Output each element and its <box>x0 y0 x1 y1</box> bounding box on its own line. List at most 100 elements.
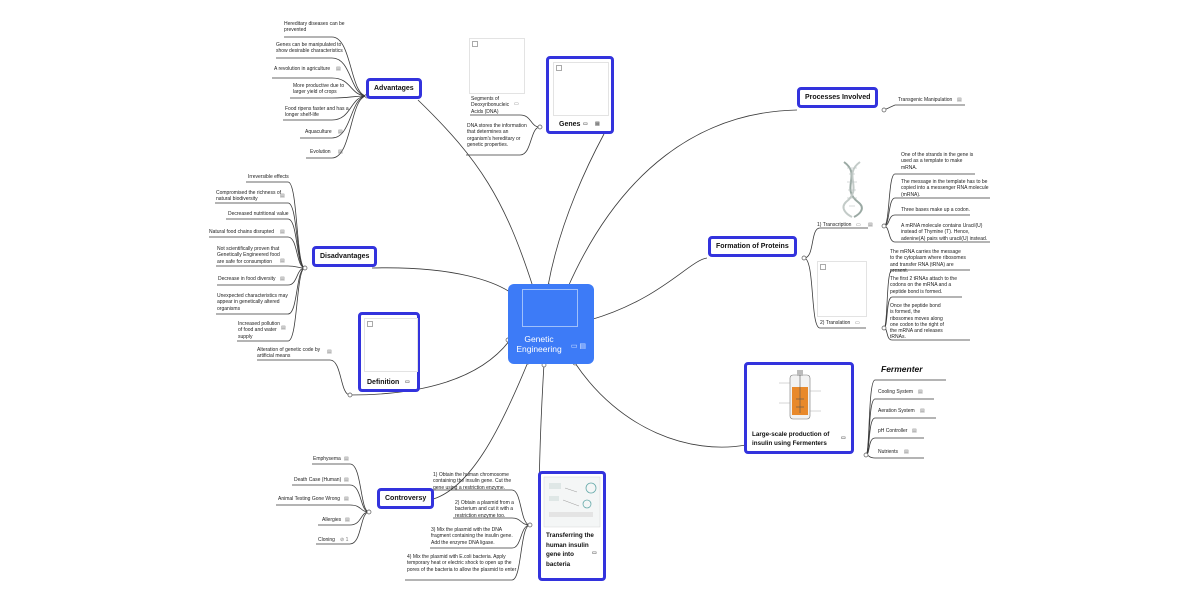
branch-definition-label: Definition <box>367 379 400 386</box>
leaf-animal-testing[interactable]: Animal Testing Gone Wrong <box>278 496 341 502</box>
branch-processes-involved[interactable]: Processes Involved <box>797 87 879 108</box>
link-icon[interactable]: ▤ <box>336 66 341 72</box>
leaf-one-strand-template[interactable]: One of the strands in the gene is used a… <box>901 152 974 171</box>
note-icon[interactable]: ▭ <box>514 101 519 107</box>
dna-helix-image <box>842 161 863 218</box>
leaf-ribosomes-move[interactable]: Once the peptide bond is formed, the rib… <box>890 303 944 341</box>
insulin-gene-transfer-image <box>543 476 601 528</box>
link-icon[interactable]: ▤ <box>957 97 962 103</box>
note-icon[interactable]: ▭ <box>856 222 861 228</box>
link-icon[interactable]: ▤ <box>327 349 332 355</box>
leaf-unexpected-characteristics[interactable]: Unexpected characteristics may appear in… <box>217 293 288 312</box>
leaf-first-trnas-attach[interactable]: The first 2 tRNAs attach to the codons o… <box>890 276 957 295</box>
link-icon[interactable]: ▤ <box>904 449 909 455</box>
branch-genes[interactable]: Genes ▭ ▤ <box>546 56 614 134</box>
link-icon[interactable]: ▤ <box>338 149 343 155</box>
leaf-three-bases-codon[interactable]: Three bases make up a codon. <box>901 207 970 213</box>
leaf-alteration-genetic-code[interactable]: Alteration of genetic code by artificial… <box>257 347 321 360</box>
link-icon[interactable]: ▤ <box>280 193 285 199</box>
leaf-food-ripens[interactable]: Food ripens faster and has a longer shel… <box>285 106 349 119</box>
note-icon[interactable]: ▭ <box>583 121 588 127</box>
branch-controversy-label: Controversy <box>385 495 427 502</box>
link-icon[interactable]: ▤ <box>344 477 349 483</box>
branch-advantages-label: Advantages <box>374 85 414 92</box>
link-icon[interactable]: ▤ <box>280 229 285 235</box>
attachment-icon[interactable]: ⊘ 1 <box>340 537 349 543</box>
leaf-uracil-instead-thymine[interactable]: A mRNA molecule contains Uracil(U) inste… <box>901 223 988 242</box>
link-icon[interactable]: ▤ <box>280 276 285 282</box>
branch-genes-label: Genes <box>559 121 581 128</box>
fermenter-image <box>779 370 821 420</box>
branch-formation-of-proteins[interactable]: Formation of Proteins <box>708 236 797 257</box>
leaf-increased-pollution[interactable]: Increased pollution of food and water su… <box>238 321 280 340</box>
leaf-mix-plasmid-ecoli[interactable]: 4) Mix the plasmid with E.coli bacteria.… <box>407 554 517 573</box>
note-icon[interactable]: ▭ <box>855 320 860 326</box>
leaf-more-productive[interactable]: More productive due to larger yield of c… <box>293 83 345 96</box>
link-icon[interactable]: ▤ <box>344 496 349 502</box>
link-icon[interactable]: ▤ <box>918 389 923 395</box>
leaf-compromised-biodiversity[interactable]: Compromised the richness of natural biod… <box>216 190 282 203</box>
branch-controversy[interactable]: Controversy <box>377 488 435 509</box>
leaf-decreased-nutritional[interactable]: Decreased nutritional value <box>228 211 289 217</box>
link-icon[interactable]: ▤ <box>280 258 285 264</box>
leaf-emphysema[interactable]: Emphysema <box>313 456 341 462</box>
note-icon[interactable]: ▭ <box>592 550 597 556</box>
leaf-message-copied-mrna[interactable]: The message in the template has to be co… <box>901 179 989 198</box>
link-icon[interactable]: ▤ <box>345 517 350 523</box>
leaf-death-case[interactable]: Death Case (Human) <box>294 477 342 483</box>
translation-image <box>817 261 867 317</box>
leaf-aeration-system[interactable]: Aeration System <box>878 408 915 414</box>
branch-insulin-production[interactable]: Large-scale production of insulin using … <box>744 362 854 454</box>
link-icon[interactable]: ▤ <box>912 428 917 434</box>
link-icon[interactable]: ▤ <box>595 121 600 127</box>
branch-insulin-label: Large-scale production of insulin using … <box>752 431 830 447</box>
link-icon[interactable]: ▤ <box>281 325 286 331</box>
leaf-hereditary-diseases[interactable]: Hereditary diseases can be prevented <box>284 21 345 34</box>
definition-image <box>364 318 418 372</box>
leaf-nutrients[interactable]: Nutrients <box>878 449 899 455</box>
leaf-translation[interactable]: 2) Translation <box>820 320 851 326</box>
leaf-decrease-food-diversity[interactable]: Decrease in food diversity <box>218 276 276 282</box>
branch-transferring-insulin-gene[interactable]: Transferring the human insulin gene into… <box>538 471 606 581</box>
note-icon[interactable]: ▭ <box>841 435 846 441</box>
central-topic-image <box>522 289 578 327</box>
link-icon[interactable]: ▤ <box>344 456 349 462</box>
leaf-evolution[interactable]: Evolution <box>310 149 331 155</box>
fermenter-title[interactable]: Fermenter <box>881 364 923 374</box>
leaf-food-chains-disrupted[interactable]: Natural food chains disrupted <box>209 229 275 235</box>
central-topic-note-icons[interactable]: ▭ ▤ <box>570 343 586 350</box>
branch-transferring-label: Transferring the human insulin gene into… <box>546 532 594 568</box>
leaf-ph-controller[interactable]: pH Controller <box>878 428 908 434</box>
branch-advantages[interactable]: Advantages <box>366 78 422 99</box>
branch-disadvantages-label: Disadvantages <box>320 253 370 260</box>
genes-image <box>553 62 609 116</box>
leaf-segments-dna[interactable]: Segments of Deoxyribonucleic Acids (DNA) <box>471 96 510 115</box>
leaf-dna-stores[interactable]: DNA stores the information that determin… <box>467 123 527 148</box>
leaf-revolution-agriculture[interactable]: A revolution in agriculture <box>274 66 331 72</box>
central-topic-genetic-engineering[interactable]: Genetic Engineering ▭ ▤ <box>508 284 594 364</box>
leaf-mrna-carries-message[interactable]: The mRNA carries the message to the cyto… <box>890 249 966 274</box>
dna-segment-image <box>469 38 525 94</box>
link-icon[interactable]: ▤ <box>338 129 343 135</box>
branch-definition[interactable]: Definition ▭ <box>358 312 420 392</box>
leaf-obtain-plasmid[interactable]: 2) Obtain a plasmid from a bacterium and… <box>455 500 514 519</box>
link-icon[interactable]: ▤ <box>868 222 873 228</box>
leaf-aquaculture[interactable]: Aquaculture <box>305 129 332 135</box>
leaf-cooling-system[interactable]: Cooling System <box>878 389 914 395</box>
leaf-allergies[interactable]: Allergies <box>322 517 342 523</box>
branch-disadvantages[interactable]: Disadvantages <box>312 246 378 267</box>
branch-processes-label: Processes Involved <box>805 94 871 101</box>
leaf-irreversible-effects[interactable]: Irreversible effects <box>248 174 289 180</box>
leaf-not-scientifically-proven[interactable]: Not scientifically proven that Genetical… <box>217 246 280 265</box>
leaf-obtain-chromosome[interactable]: 1) Obtain the human chromosome containin… <box>433 472 512 491</box>
central-topic-title: Genetic Engineering <box>516 334 562 354</box>
leaf-mix-plasmid-dna[interactable]: 3) Mix the plasmid with the DNA fragment… <box>431 527 513 546</box>
branch-proteins-label: Formation of Proteins <box>716 243 789 250</box>
note-icon[interactable]: ▭ <box>405 379 410 385</box>
link-icon[interactable]: ▤ <box>920 408 925 414</box>
leaf-transgenic-manipulation[interactable]: Transgenic Manipulation <box>898 97 953 103</box>
leaf-cloning[interactable]: Cloning <box>318 537 335 543</box>
leaf-genes-manipulated[interactable]: Genes can be manipulated to show desirab… <box>276 42 343 55</box>
leaf-transcription[interactable]: 1) Transcription <box>817 222 852 228</box>
